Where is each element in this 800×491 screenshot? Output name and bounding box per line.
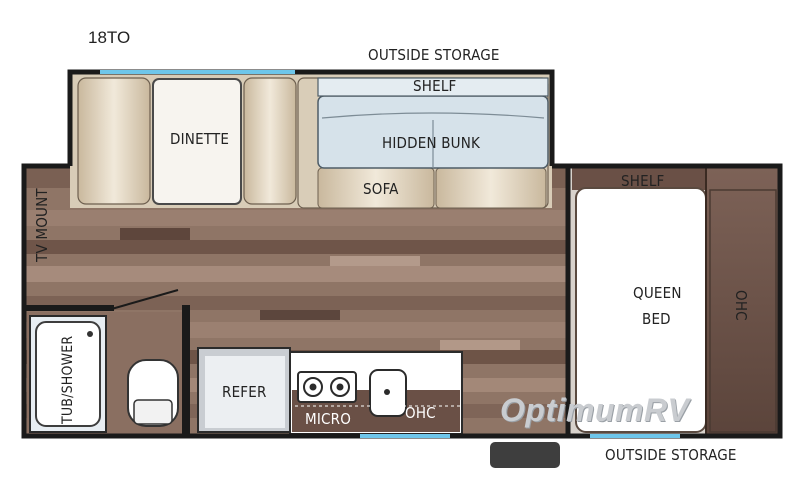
tv-mount-label: TV MOUNT: [33, 188, 51, 262]
model-name: 18TO: [88, 28, 131, 47]
hidden-bunk-label: HIDDEN BUNK: [382, 134, 481, 152]
shelf-right-label: SHELF: [621, 172, 665, 190]
queen-bed-label-line2: BED: [642, 310, 671, 328]
ohc-right-label: OHC: [732, 290, 750, 321]
watermark-logo: OptimumRV: [500, 392, 690, 428]
outside-storage-top-label: OUTSIDE STORAGE: [368, 46, 500, 64]
sofa-label: SOFA: [363, 180, 399, 198]
tub-shower-label: TUB/SHOWER: [60, 335, 76, 424]
dinette-label: DINETTE: [170, 130, 230, 148]
ohc-kitchen-label: OHC: [405, 404, 436, 422]
shelf-top-label: SHELF: [413, 77, 457, 95]
bathroom: [27, 289, 187, 434]
outside-storage-bottom-label: OUTSIDE STORAGE: [605, 446, 737, 464]
refer-label: REFER: [222, 383, 267, 401]
micro-label: MICRO: [305, 410, 352, 428]
walls: [21, 163, 783, 468]
bedroom: [569, 164, 779, 436]
queen-bed-label-line1: QUEEN: [633, 284, 682, 302]
slideout: [67, 69, 555, 209]
